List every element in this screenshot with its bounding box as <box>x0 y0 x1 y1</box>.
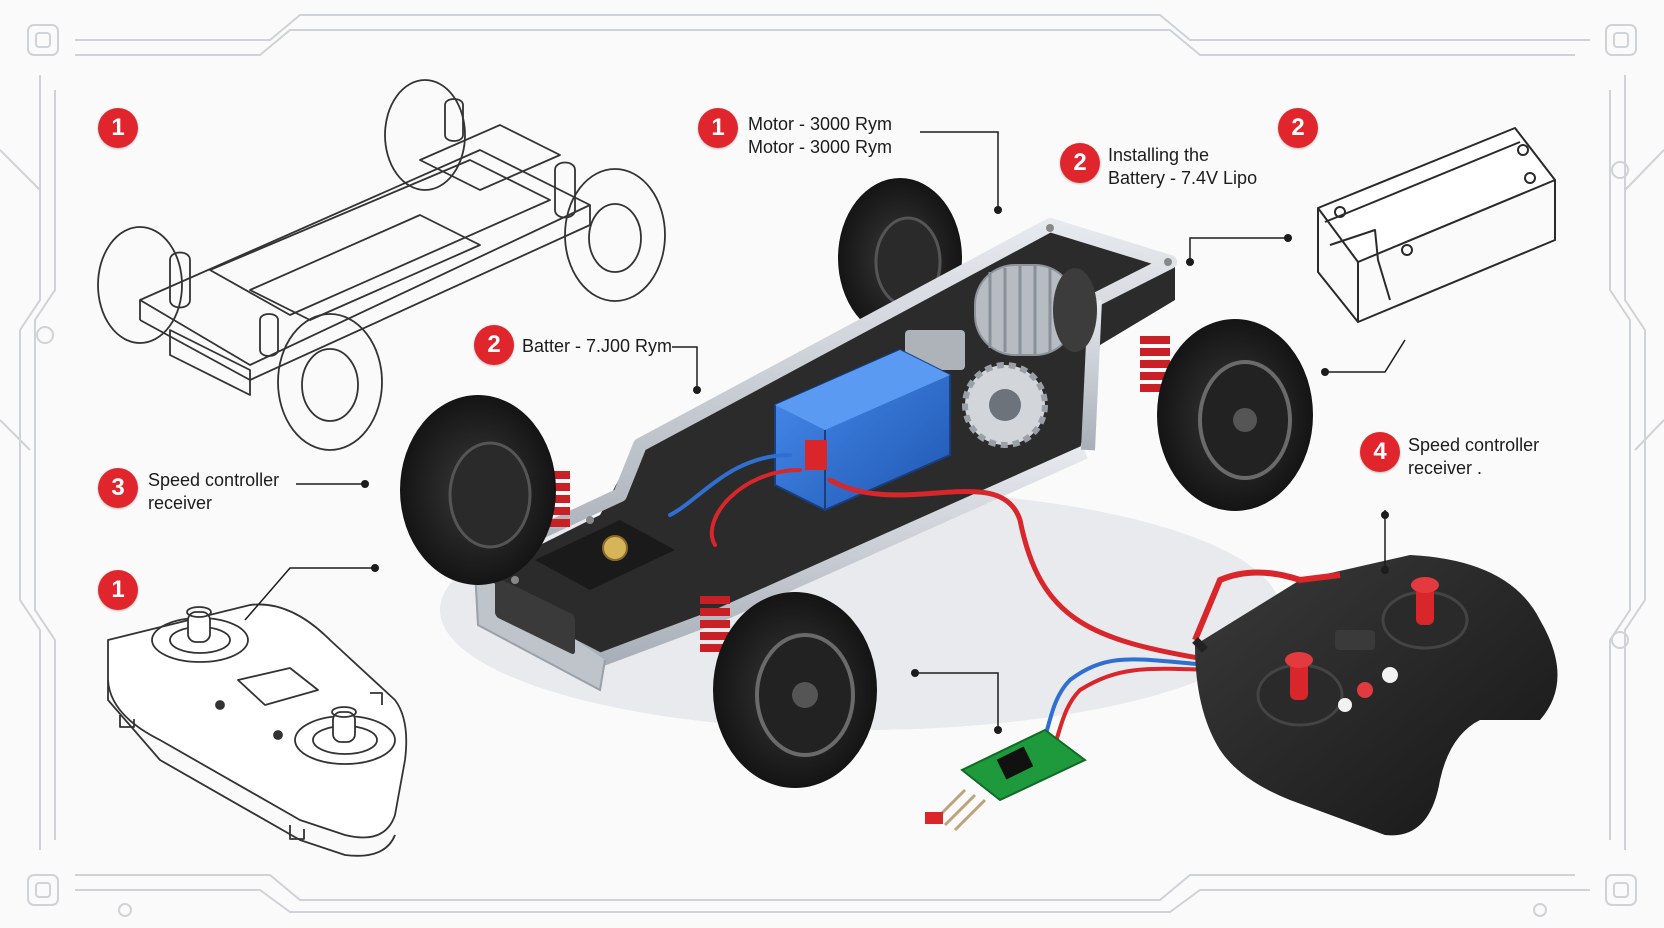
leader-lines <box>244 131 1406 730</box>
badge-motor: 1 <box>698 108 738 148</box>
badge-controller-sketch: 1 <box>98 570 138 610</box>
callout-speed-right-line-1: Speed controller <box>1408 435 1540 455</box>
callout-installing-battery: Installing the Battery - 7.4V Lipo <box>1108 144 1257 190</box>
callout-motor-line-2: Motor - 3000 Rym <box>748 137 893 157</box>
badge-installing-battery: 2 <box>1060 143 1100 183</box>
chassis-sketch <box>97 79 666 451</box>
circuit-frame <box>0 14 1664 917</box>
callout-speed-controller-left: Speed controller receiver <box>148 469 279 515</box>
badge-chassis-sketch: 1 <box>98 108 138 148</box>
callout-battery: Batter - 7.J00 Rym <box>522 335 672 358</box>
controller-sketch <box>107 603 408 857</box>
badge-speed-controller-left: 3 <box>98 468 138 508</box>
front-left-wheel <box>400 395 556 585</box>
transmitter <box>1192 555 1558 836</box>
callout-motor-line-1: Motor - 3000 Rym <box>748 114 893 134</box>
callout-speed-right-line-2: receiver . <box>1408 458 1483 478</box>
rear-right-wheel <box>1157 319 1313 511</box>
callout-speed-left-line-2: receiver <box>148 493 213 513</box>
callout-installing-line-2: Battery - 7.4V Lipo <box>1108 168 1258 188</box>
badge-battery-sketch: 2 <box>1278 108 1318 148</box>
speed-controller-board <box>925 728 1087 832</box>
wiring <box>668 453 1217 762</box>
badge-speed-controller-right: 4 <box>1360 432 1400 472</box>
callout-battery-line-1: Batter - 7.J00 Rym <box>522 336 673 356</box>
badge-battery: 2 <box>474 325 514 365</box>
callout-speed-left-line-1: Speed controller <box>148 470 280 490</box>
battery-sketch <box>1317 127 1556 323</box>
battery-pack <box>774 348 951 512</box>
leader-dots <box>361 206 1389 734</box>
callout-installing-line-1: Installing the <box>1108 145 1210 165</box>
callout-speed-controller-right: Speed controller receiver . <box>1408 434 1539 480</box>
onboard-esc <box>535 520 675 590</box>
front-right-wheel <box>713 592 877 788</box>
callout-motor: Motor - 3000 Rym Motor - 3000 Rym <box>748 113 892 159</box>
